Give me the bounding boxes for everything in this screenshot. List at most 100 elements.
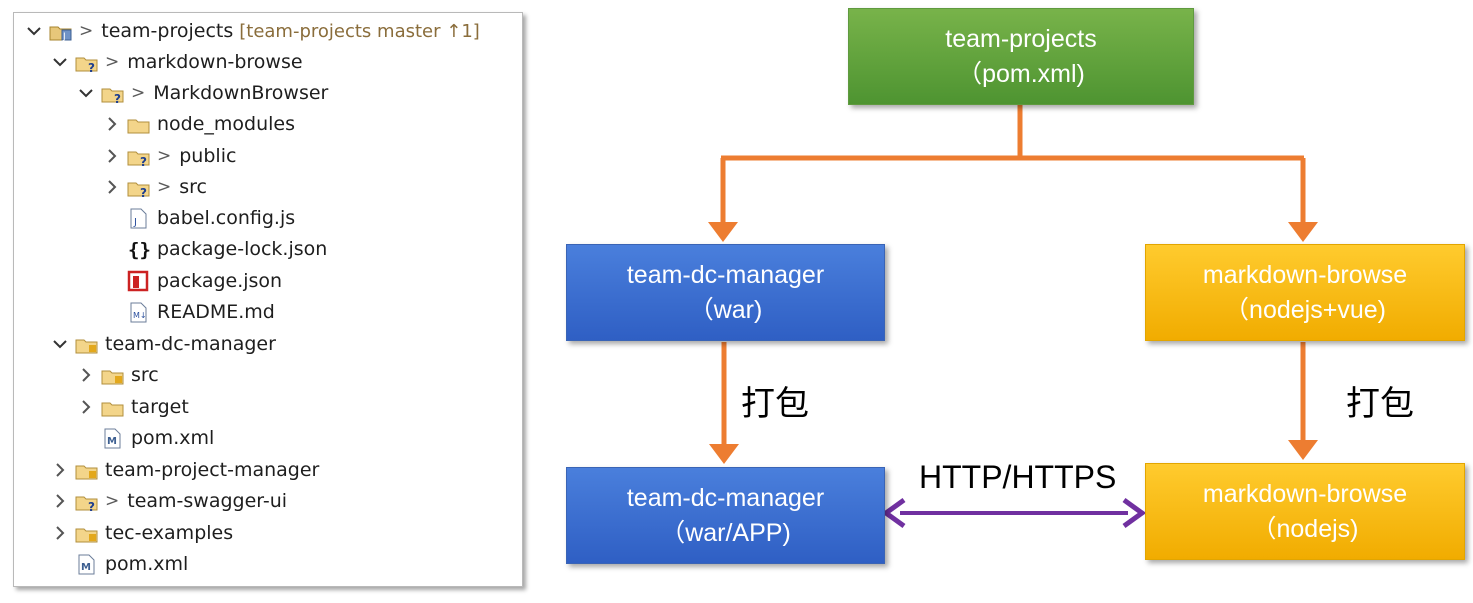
label-pack-left: 打包 [741, 384, 809, 424]
tree-row-public[interactable]: ? > public [102, 141, 236, 171]
node-subtitle: （pom.xml) [957, 59, 1085, 88]
tree-row-markdown-browse[interactable]: ? > markdown-browse [50, 47, 303, 77]
svg-text:?: ? [140, 186, 147, 198]
node-subtitle: （nodejs+vue) [1224, 295, 1386, 324]
project-folder-icon [74, 522, 100, 544]
folder-icon [126, 113, 152, 135]
node-markdown-browse-vue: markdown-browse （nodejs+vue) [1145, 244, 1465, 341]
svg-text:M: M [81, 562, 91, 573]
svg-text:?: ? [88, 61, 95, 73]
tree-row-label: node_modules [157, 113, 296, 135]
tree-row-root-pom[interactable]: M pom.xml [74, 549, 188, 579]
tree-row-markdownbrowser[interactable]: ? > MarkdownBrowser [76, 78, 328, 108]
tree-row-node-modules[interactable]: node_modules [102, 109, 295, 139]
tree-row-label: MarkdownBrowser [153, 82, 329, 104]
tree-row-team-project-manager[interactable]: team-project-manager [50, 455, 319, 485]
json-braces-icon: {} [126, 238, 152, 260]
node-team-dc-manager-war: team-dc-manager （war) [566, 244, 885, 341]
tree-row-label: babel.config.js [157, 207, 296, 229]
chevron-right-icon[interactable] [50, 523, 70, 543]
project-folder-icon: J [48, 20, 74, 42]
chevron-right-icon[interactable] [50, 460, 70, 480]
folder-icon [100, 396, 126, 418]
folder-question-icon: ? [74, 51, 100, 73]
tree-row-label: pom.xml [131, 427, 215, 449]
chevron-right-icon[interactable] [76, 397, 96, 417]
node-title: markdown-browse [1202, 479, 1408, 508]
tree-row-label: src [179, 176, 207, 198]
chevron-right-icon[interactable] [102, 146, 122, 166]
tree-row-root[interactable]: J > team-projects [team-projects master … [24, 16, 480, 46]
tree-row-package-json[interactable]: package.json [126, 266, 282, 296]
tree-row-label: team-swagger-ui [127, 490, 288, 512]
node-subtitle: （war) [688, 295, 763, 324]
chevron-right-icon[interactable] [76, 365, 96, 385]
tree-row-label: package.json [157, 270, 283, 292]
folder-question-icon: ? [74, 490, 100, 512]
tree-row-label: README.md [157, 301, 275, 323]
tree-row-dc-src[interactable]: src [76, 360, 159, 390]
tree-row-team-dc-manager[interactable]: team-dc-manager [50, 329, 276, 359]
git-decoration: [team-projects master ↑1] [239, 20, 480, 42]
svg-text:J: J [62, 32, 66, 42]
node-markdown-browse-nodejs: markdown-browse （nodejs) [1145, 463, 1465, 560]
node-team-projects: team-projects （pom.xml) [848, 8, 1194, 105]
arrow-to-war-module [708, 158, 738, 242]
tree-row-readme[interactable]: M↓ README.md [126, 297, 275, 327]
arrow-pack-right [1288, 342, 1318, 460]
svg-text:?: ? [140, 155, 147, 167]
tree-row-package-lock[interactable]: {} package-lock.json [126, 234, 327, 264]
node-title: team-dc-manager [626, 260, 825, 289]
maven-pom-icon: M [100, 427, 126, 449]
tree-row-src[interactable]: ? > src [102, 172, 207, 202]
node-title: markdown-browse [1202, 260, 1408, 289]
tree-row-team-swagger-ui[interactable]: ? > team-swagger-ui [50, 486, 287, 516]
chevron-down-icon[interactable] [24, 21, 44, 41]
folder-question-icon: ? [126, 145, 152, 167]
chevron-down-icon[interactable] [76, 83, 96, 103]
node-title: team-projects [945, 24, 1097, 53]
tree-row-babel-config[interactable]: J babel.config.js [126, 203, 295, 233]
folder-question-icon: ? [126, 176, 152, 198]
tree-row-label: markdown-browse [127, 51, 303, 73]
tree-row-label: public [179, 145, 237, 167]
maven-pom-icon: M [74, 553, 100, 575]
chevron-right-icon[interactable] [102, 114, 122, 134]
chevron-down-icon[interactable] [50, 52, 70, 72]
chevron-down-icon[interactable] [50, 334, 70, 354]
tree-row-label: tec-examples [105, 522, 234, 544]
tree-row-dc-pom[interactable]: M pom.xml [100, 423, 214, 453]
node-subtitle: （nodejs) [1251, 514, 1359, 543]
project-explorer: J > team-projects [team-projects master … [13, 12, 523, 587]
arrow-http-bidirectional [881, 497, 1147, 529]
tree-row-label: team-dc-manager [105, 333, 276, 355]
node-subtitle: （war/APP) [660, 518, 791, 547]
svg-text:M↓: M↓ [133, 311, 147, 320]
arrow-to-vue-module [1288, 158, 1318, 242]
tree-row-target[interactable]: target [76, 392, 189, 422]
chevron-right-icon[interactable] [102, 177, 122, 197]
svg-text:?: ? [114, 92, 121, 104]
node-team-dc-manager-app: team-dc-manager （war/APP) [566, 467, 885, 564]
chevron-right-icon[interactable] [50, 491, 70, 511]
label-protocol: HTTP/HTTPS [919, 459, 1117, 495]
folder-question-icon: ? [100, 82, 126, 104]
source-folder-icon [100, 364, 126, 386]
tree-row-label: team-project-manager [105, 459, 320, 481]
svg-text:?: ? [88, 500, 95, 512]
project-folder-icon [74, 333, 100, 355]
svg-text:{}: {} [128, 239, 151, 260]
js-file-icon: J [126, 207, 152, 229]
tree-row-tec-examples[interactable]: tec-examples [50, 518, 233, 548]
project-folder-icon [74, 459, 100, 481]
svg-text:M: M [107, 436, 117, 447]
node-title: team-dc-manager [626, 483, 825, 512]
tree-row-label: target [131, 396, 189, 418]
svg-text:J: J [133, 217, 137, 228]
arrow-pack-left [709, 342, 739, 464]
npm-file-icon [126, 270, 152, 292]
markdown-file-icon: M↓ [126, 301, 152, 323]
label-pack-right: 打包 [1346, 384, 1414, 424]
tree-row-label: src [131, 364, 159, 386]
